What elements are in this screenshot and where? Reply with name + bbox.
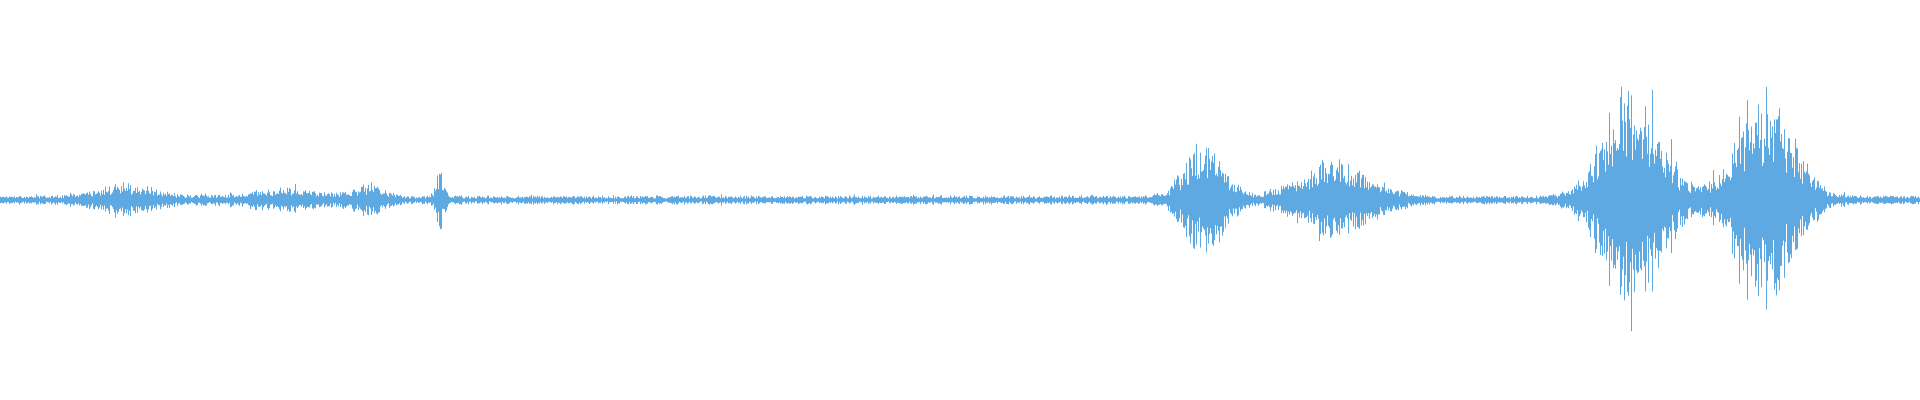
waveform-bars xyxy=(0,86,1920,332)
waveform-path xyxy=(0,86,1920,332)
